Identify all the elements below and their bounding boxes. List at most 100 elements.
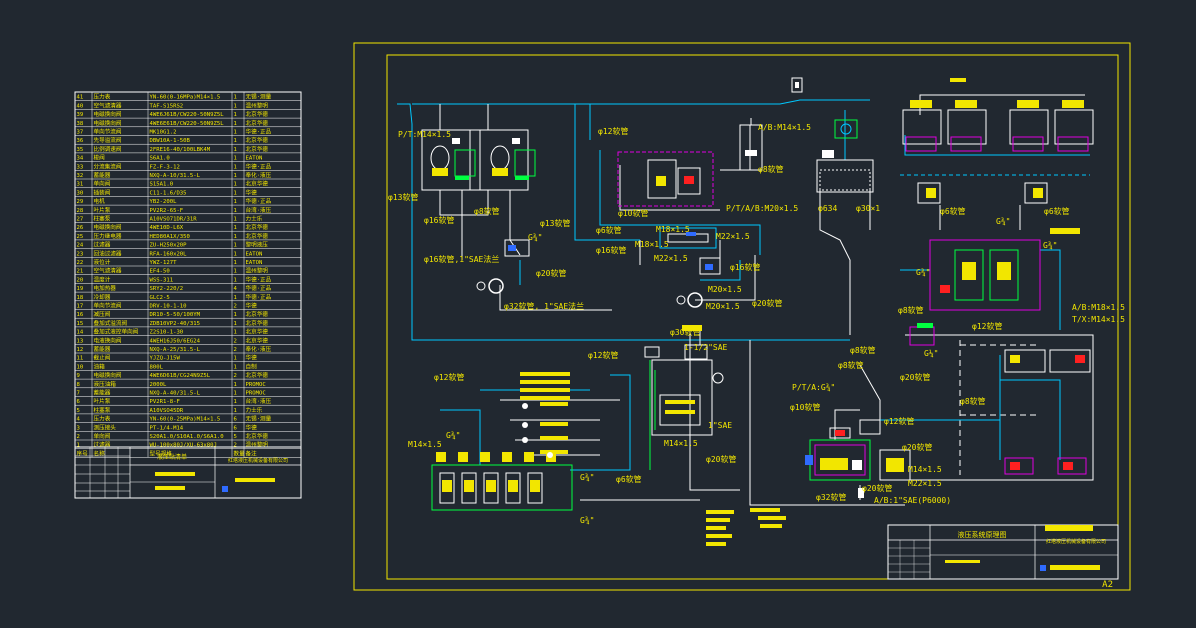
parts-table-cell: 1 <box>234 234 237 240</box>
pump-group-left <box>476 239 721 308</box>
parts-table-cell: WSS-311 <box>150 277 174 283</box>
label-hose32-c: φ32软管 <box>816 492 846 502</box>
parts-table-cell: A10VSO45DR <box>150 408 184 414</box>
motor-icon <box>476 281 486 291</box>
parts-table-cell: 11 <box>77 356 84 362</box>
parts-table-cell: ZU-H250x20P <box>150 243 188 249</box>
parts-table-cell: 名称 <box>94 449 106 457</box>
parts-table-cell: 过滤器 <box>94 441 111 449</box>
parts-table-cell: 6 <box>234 425 237 431</box>
parts-table-cell: 4 <box>77 417 81 423</box>
parts-table-cell: 9 <box>77 373 80 379</box>
parts-table-cell: 30 <box>77 190 84 196</box>
label-hose16-left: φ16软管 <box>424 215 454 225</box>
label-hose12-e: φ12软管 <box>588 350 618 360</box>
parts-table-cell: 3 <box>77 425 80 431</box>
label-hose8-f: φ8软管 <box>960 396 986 406</box>
label-ab-m18: A/B:M18×1.5 <box>1072 303 1125 312</box>
valve-bank-lower-right <box>909 323 1091 475</box>
parts-table-cell: 1 <box>234 103 237 109</box>
pump-icon <box>488 278 504 294</box>
parts-table-cell: 先导溢流阀 <box>94 136 122 144</box>
label-m18: M18×1.5 <box>656 225 690 234</box>
parts-table-cell: 台湾·液压 <box>246 206 272 214</box>
parts-table-cell: 6 <box>77 399 80 405</box>
parts-table-cell: 备注 <box>246 449 258 457</box>
parts-table-cell: 1 <box>234 182 237 188</box>
parts-table-cell: 41 <box>77 95 84 101</box>
parts-table-cell: 1 <box>234 173 237 179</box>
parts-table-cell: PV2R2-65-F <box>150 208 184 214</box>
sheet-inner-border <box>386 54 1119 580</box>
parts-table-cell: GLC2-5 <box>150 295 170 301</box>
parts-table-cell: 1 <box>234 138 237 144</box>
label-g34-bottom: G¾" <box>446 431 460 440</box>
parts-table-cell: 5 <box>77 408 80 414</box>
label-m18-b: M18×1.5 <box>635 240 669 249</box>
parts-table-cell: PV2R1-8-F <box>150 399 181 405</box>
parts-table-cell: 华德 <box>246 423 258 431</box>
parts-table-cell: 测压接头 <box>94 423 117 431</box>
parts-table-cell: 25 <box>77 234 84 240</box>
filter-icon <box>791 77 803 93</box>
parts-table-cell: EATON <box>246 260 263 266</box>
parts-table-cell: ZDB10VP2-40/315 <box>150 321 201 327</box>
parts-table-cell: 电加热器 <box>94 284 117 292</box>
parts-table-cell: 1 <box>234 382 237 388</box>
parts-table-cell: 冷却器 <box>94 293 111 301</box>
parts-table-cell: 2 <box>234 373 237 379</box>
label-g34-right2: G¾" <box>1043 241 1057 250</box>
label-m22-c: M22×1.5 <box>908 479 942 488</box>
parts-table-cell: 4WE6D61B/CG24N9Z5L <box>150 373 211 379</box>
parts-table-cell: 1 <box>234 399 237 405</box>
parts-table-cell: YN-60(0-16MPa)M14×1.5 <box>150 95 221 101</box>
parts-table-cell: 28 <box>77 208 84 214</box>
label-phi30: φ30×1 <box>856 204 880 213</box>
parts-table-cell: 液位计 <box>94 258 111 266</box>
parts-table-cell: 北京华德 <box>246 145 269 153</box>
title-logo-mark <box>1040 565 1046 571</box>
parts-table-cell: 1 <box>234 321 237 327</box>
label-hose8-b: φ8软管 <box>474 206 500 216</box>
parts-table-cell: 插装阀 <box>94 188 111 196</box>
parts-table-cell: NXQ-A-25/31.5-L <box>150 347 201 353</box>
label-m20-b: M20×1.5 <box>706 302 740 311</box>
drawing-sheet: A2 <box>353 42 1131 591</box>
sheet-outer-border <box>353 42 1131 591</box>
main-control-valve-assembly <box>805 419 911 498</box>
parts-table-cell: 无锡·测量 <box>246 415 272 423</box>
parts-table-cell: 电磁换向阀 <box>94 371 122 379</box>
parts-table-cell: YN-60(0-25MPa)M14×1.5 <box>150 417 221 423</box>
parts-table-cell: 22 <box>77 260 84 266</box>
parts-table-cell: 温州黎明 <box>246 441 269 449</box>
label-m22-top: M22×1.5 <box>716 232 750 241</box>
parts-table-cell: S6A1.0 <box>150 156 170 162</box>
parts-table-cell: 液压油箱 <box>94 380 117 388</box>
parts-table-cell: 1 <box>234 260 237 266</box>
label-hose6-top: φ6软管 <box>596 225 622 235</box>
parts-table-cell: YB2-200L <box>150 199 178 205</box>
parts-table-cell: C11-1.6/D35 <box>150 190 187 196</box>
label-hose13-mid: φ13软管 <box>540 218 570 228</box>
label-hose20-mid: φ20软管 <box>752 298 782 308</box>
parts-table-cell: S15A1.0 <box>150 182 174 188</box>
parts-table-cell: 奉化·液压 <box>246 345 272 353</box>
parts-table-cell: 序号 <box>77 449 89 457</box>
parts-table-cell: 2 <box>234 443 237 449</box>
parts-table-cell: 北京华德 <box>246 319 269 327</box>
parts-table-cell: 4WEH16J50/6EG24 <box>150 338 201 344</box>
logo-mark <box>222 486 228 492</box>
label-g34-b3: G¾" <box>580 516 594 525</box>
parts-table-cell: 北京华德 <box>246 328 269 336</box>
parts-table-cell: 黎明液压 <box>246 241 269 249</box>
